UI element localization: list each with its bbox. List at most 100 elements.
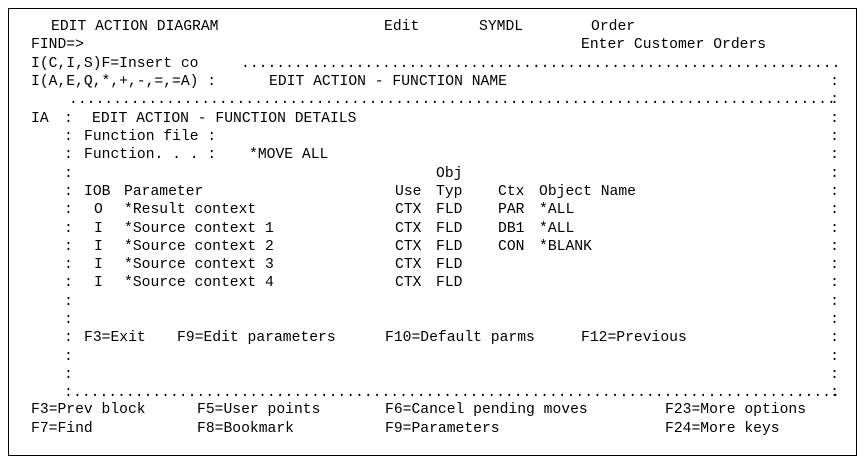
border-colon: :: [830, 147, 839, 163]
window-left-border: :: [64, 239, 73, 255]
parameter-name: *Result context: [124, 202, 257, 218]
use-value: CTX: [395, 221, 422, 237]
typ-value: FLD: [436, 202, 463, 218]
window-left-border: :: [64, 367, 73, 383]
edit-line-text: EDIT ACTION - FUNCTION NAME: [269, 74, 507, 90]
screen-title: EDIT ACTION DIAGRAM: [51, 19, 219, 35]
parameter-name: *Source context 4: [124, 275, 274, 291]
border-colon: :: [830, 385, 839, 401]
border-colon: :: [830, 74, 839, 90]
window-fkeys-row: : F3=Exit F9=Edit parameters F10=Default…: [9, 329, 856, 347]
window-left-border: :: [64, 349, 73, 365]
command-line-input[interactable]: IA: [31, 111, 49, 127]
window-left-border: :: [64, 111, 73, 127]
iob-value: I: [94, 257, 103, 273]
window-left-border: :: [64, 184, 73, 200]
typ-value: FLD: [436, 239, 463, 255]
window-top-border: ........................................…: [9, 91, 856, 109]
window-left-border: :: [64, 221, 73, 237]
window-bottom-dots: ........................................…: [73, 385, 839, 401]
function-label: Function. . . :: [84, 147, 217, 163]
edit-row: I(A,E,Q,*,+,-,=,=A) : EDIT ACTION - FUNC…: [9, 73, 856, 91]
window-left-border: :: [64, 294, 73, 310]
function-row: : Function. . . : *MOVE ALL :: [9, 146, 856, 164]
object-name-input[interactable]: *ALL: [539, 202, 575, 218]
iob-value: O: [94, 202, 103, 218]
window-left-border: :: [64, 257, 73, 273]
parameter-name: *Source context 1: [124, 221, 274, 237]
use-value: CTX: [395, 239, 422, 255]
window-left-border: :: [64, 385, 73, 401]
window-left-border: :: [64, 202, 73, 218]
mode-label: Edit: [384, 19, 420, 35]
bottom-keys-row-2: F7=Find F8=Bookmark F9=Parameters F24=Mo…: [9, 420, 856, 438]
column-header-object-name: Object Name: [539, 184, 636, 200]
f9-parameters-key[interactable]: F9=Parameters: [385, 421, 500, 437]
f3-prev-block-key[interactable]: F3=Prev block: [31, 402, 146, 418]
empty-row: : :: [9, 366, 856, 384]
function-file-label: Function file :: [84, 129, 217, 145]
typ-value: FLD: [436, 275, 463, 291]
object-name-input[interactable]: *BLANK: [539, 239, 592, 255]
model-name: SYMDL: [479, 19, 524, 35]
ctx-input[interactable]: CON: [498, 239, 525, 255]
object-name-input[interactable]: *ALL: [539, 221, 575, 237]
f3-exit-key[interactable]: F3=Exit: [84, 330, 146, 346]
insert-row: I(C,I,S)F=Insert co ....................…: [9, 55, 856, 73]
table-row: : I *Source context 1 CTX FLD DB1 *ALL :: [9, 220, 856, 238]
typ-value: FLD: [436, 221, 463, 237]
border-colon: :: [830, 312, 839, 328]
ctx-input[interactable]: DB1: [498, 221, 525, 237]
bottom-keys-row-1: F3=Prev block F5=User points F6=Cancel p…: [9, 401, 856, 419]
object-name: Order: [591, 19, 636, 35]
empty-row: : :: [9, 348, 856, 366]
window-title: EDIT ACTION - FUNCTION DETAILS: [92, 111, 357, 127]
window-left-border: :: [64, 312, 73, 328]
ctx-input[interactable]: PAR: [498, 202, 525, 218]
column-header-typ: Typ: [436, 184, 463, 200]
find-label: FIND=>: [31, 37, 84, 53]
column-header-iob: IOB: [84, 184, 111, 200]
column-header-row: : IOB Parameter Use Typ Ctx Object Name …: [9, 183, 856, 201]
function-value: *MOVE ALL: [249, 147, 329, 163]
insert-dotted-line: ........................................…: [241, 56, 841, 72]
table-row: : I *Source context 4 CTX FLD :: [9, 274, 856, 292]
column-header-top-row: : Obj :: [9, 165, 856, 183]
iob-value: I: [94, 239, 103, 255]
use-value: CTX: [395, 275, 422, 291]
insert-label[interactable]: I(C,I,S)F=Insert co: [31, 56, 199, 72]
border-colon: :: [830, 275, 839, 291]
f6-cancel-pending-moves-key[interactable]: F6=Cancel pending moves: [385, 402, 588, 418]
f5-user-points-key[interactable]: F5=User points: [197, 402, 321, 418]
column-header-use: Use: [395, 184, 422, 200]
parameter-name: *Source context 2: [124, 239, 274, 255]
column-header-ctx: Ctx: [498, 184, 525, 200]
window-bottom-border: : ......................................…: [9, 384, 856, 402]
window-left-border: :: [64, 166, 73, 182]
f12-previous-key[interactable]: F12=Previous: [581, 330, 687, 346]
f23-more-options-key[interactable]: F23=More options: [665, 402, 807, 418]
window-title-row: IA : EDIT ACTION - FUNCTION DETAILS :: [9, 110, 856, 128]
find-input[interactable]: [93, 36, 453, 54]
border-colon: :: [830, 129, 839, 145]
empty-row: : :: [9, 293, 856, 311]
find-row: FIND=> Enter Customer Orders: [9, 36, 856, 54]
edit-line-label[interactable]: I(A,E,Q,*,+,-,=,=A) :: [31, 74, 217, 90]
f9-edit-parameters-key[interactable]: F9=Edit parameters: [177, 330, 336, 346]
border-colon: :: [830, 257, 839, 273]
column-header-obj: Obj: [436, 166, 463, 182]
f24-more-keys-key[interactable]: F24=More keys: [665, 421, 780, 437]
border-colon: :: [830, 367, 839, 383]
use-value: CTX: [395, 257, 422, 273]
f7-find-key[interactable]: F7=Find: [31, 421, 93, 437]
f8-bookmark-key[interactable]: F8=Bookmark: [197, 421, 294, 437]
terminal-screen: EDIT ACTION DIAGRAM Edit SYMDL Order FIN…: [8, 8, 857, 456]
border-colon: :: [830, 294, 839, 310]
iob-value: I: [94, 221, 103, 237]
use-value: CTX: [395, 202, 422, 218]
border-colon: :: [830, 92, 839, 108]
border-colon: :: [830, 349, 839, 365]
f10-default-parms-key[interactable]: F10=Default parms: [385, 330, 535, 346]
border-colon: :: [830, 166, 839, 182]
border-colon: :: [830, 111, 839, 127]
